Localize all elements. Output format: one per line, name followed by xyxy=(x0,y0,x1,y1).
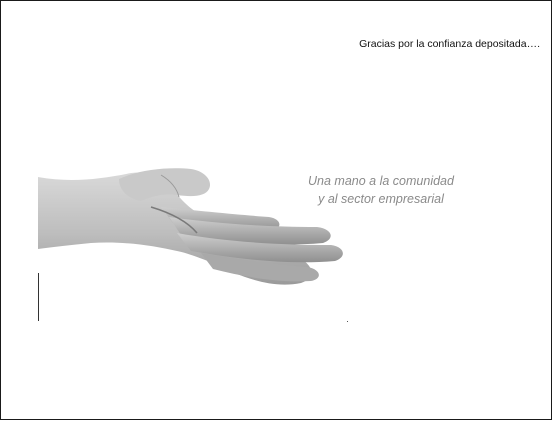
divider-line xyxy=(38,273,39,321)
hand-thumb xyxy=(119,168,211,201)
hand-finger-2 xyxy=(169,217,331,245)
hand-finger-4 xyxy=(201,253,319,282)
tagline-line-1: Una mano a la comunidad xyxy=(308,174,454,188)
hand-finger-3 xyxy=(177,233,343,263)
dot-mark xyxy=(347,321,348,322)
tagline-line-2: y al sector empresarial xyxy=(318,192,444,206)
thanks-message: Gracias por la confianza depositada…. xyxy=(359,38,540,50)
tagline: Una mano a la comunidad y al sector empr… xyxy=(269,172,493,208)
